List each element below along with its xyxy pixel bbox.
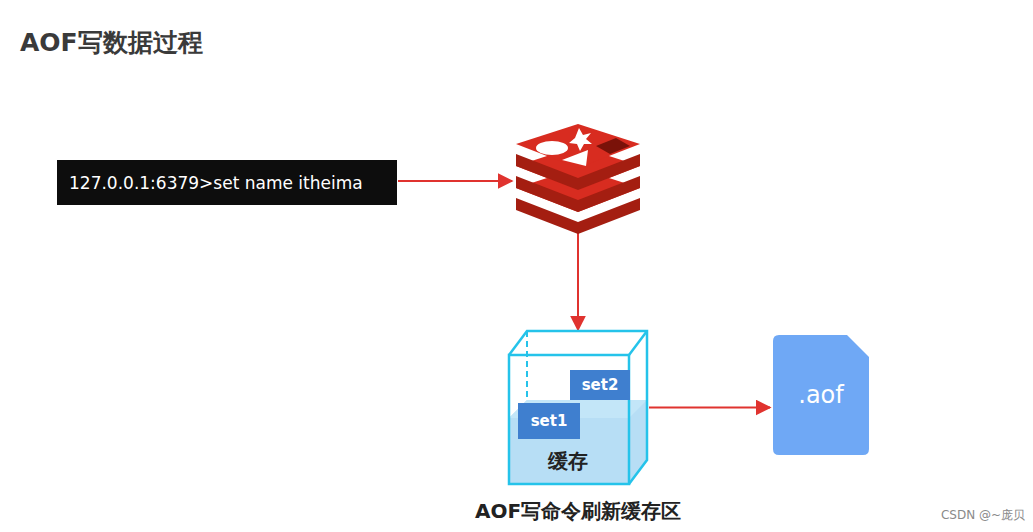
cache-label: 缓存 [508, 448, 628, 475]
command-label: set1 [531, 412, 568, 430]
command-block: set2 [570, 370, 630, 400]
hidden-edge [526, 331, 528, 400]
flow-arrow [577, 232, 579, 330]
cache-buffer: 缓存AOF写命令刷新缓存区set2set1 [508, 330, 648, 485]
command-text: 127.0.0.1:6379>set name itheima [69, 173, 363, 193]
command-block: set1 [518, 403, 580, 439]
file-name: .aof [798, 381, 843, 409]
watermark: CSDN @~庞贝 [941, 507, 1025, 524]
back-edge [629, 331, 647, 355]
page-title: AOF写数据过程 [20, 26, 203, 59]
command-label: set2 [582, 376, 619, 394]
terminal-box: 127.0.0.1:6379>set name itheima [57, 160, 397, 205]
redis-logo [516, 124, 640, 234]
water-fill [509, 400, 647, 484]
aof-file: .aof [773, 335, 869, 455]
flow-arrow [649, 407, 770, 409]
document-outline [773, 335, 869, 455]
back-edges [509, 331, 647, 484]
flow-arrow [398, 180, 512, 182]
buffer-caption: AOF写命令刷新缓存区 [475, 498, 681, 525]
